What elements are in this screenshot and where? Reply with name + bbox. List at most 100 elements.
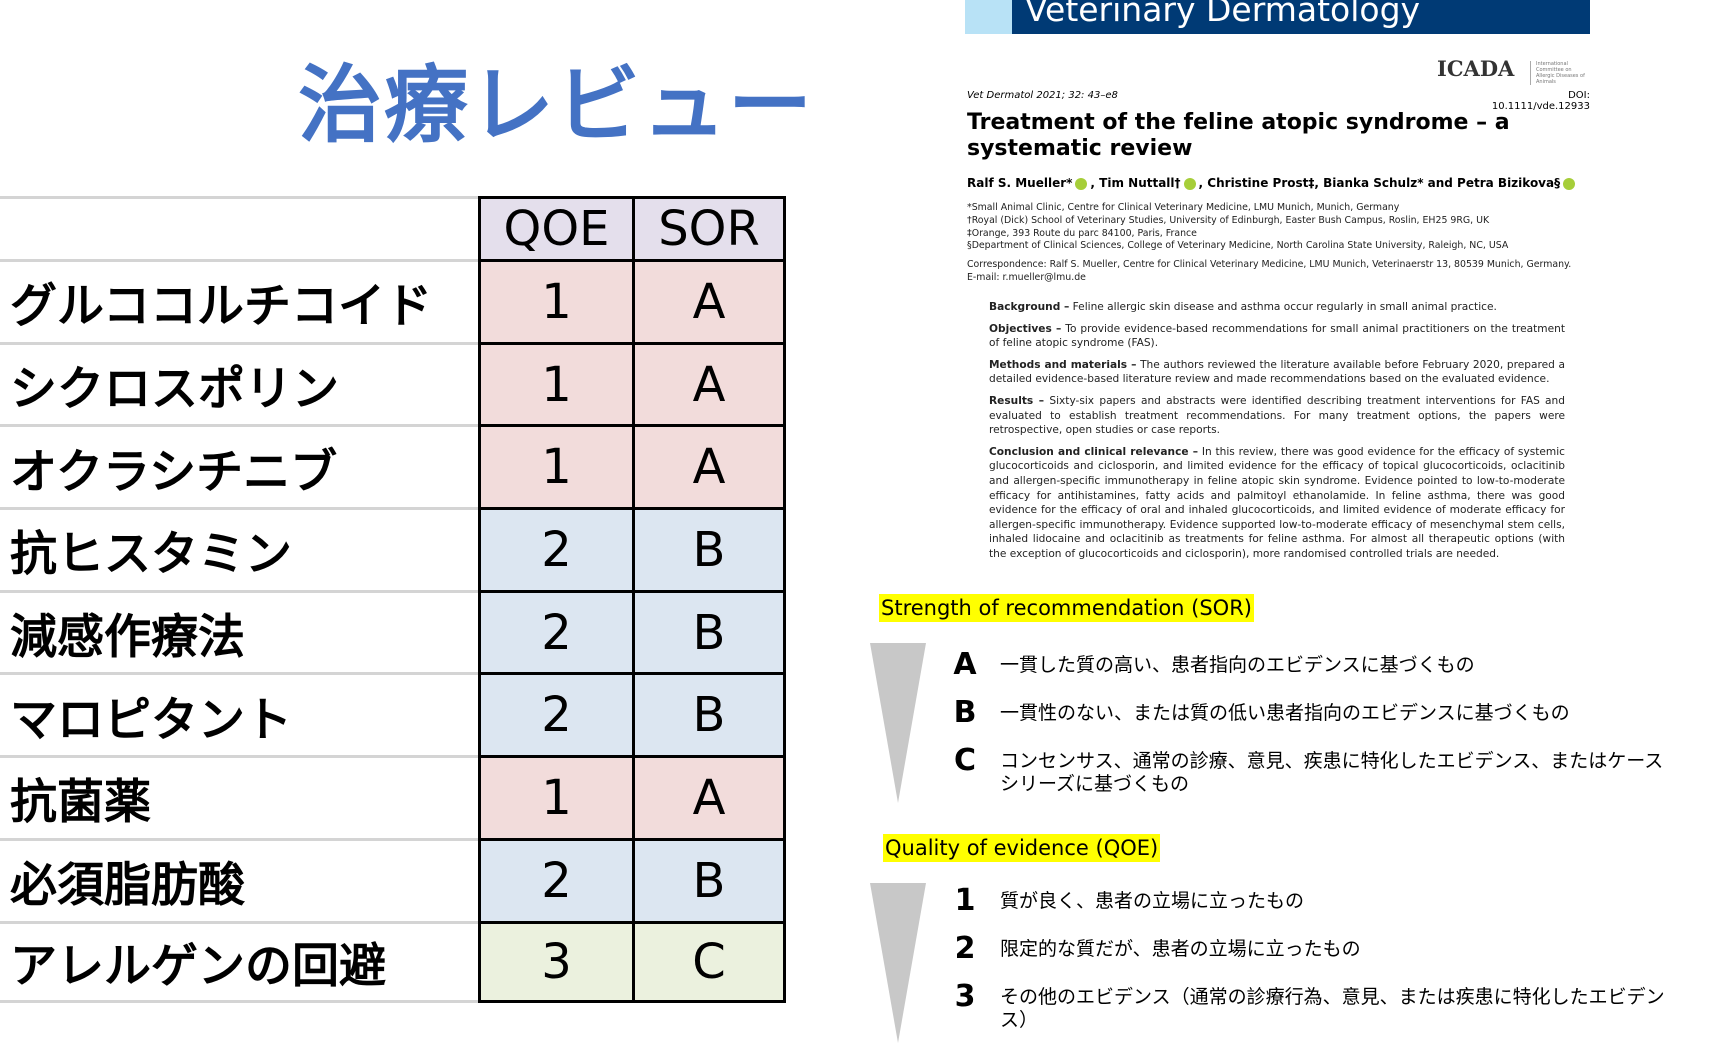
journal-banner-accent [965,0,1012,34]
qoe-grade: 3 [954,979,976,1014]
table-row: 必須脂肪酸 2 B [0,837,786,921]
header-blank [0,196,478,259]
qoe-value: 1 [478,424,632,508]
treatment-name: アレルゲンの回避 [0,920,478,1004]
table-row: 減感作療法 2 B [0,589,786,673]
qoe-value: 2 [478,507,632,590]
abstract-section: Objectives – To provide evidence-based r… [989,322,1565,351]
sor-value: A [632,755,786,838]
header-qoe: QOE [478,196,632,259]
qoe-item: 2 限定的な質だが、患者の立場に立ったもの [944,934,1674,964]
abstract-text: In this review, there was good evidence … [989,445,1565,560]
qoe-triangle [870,883,926,1043]
sor-description: 一貫性のない、または質の低い患者指向のエビデンスに基づくもの [1000,702,1570,724]
qoe-value: 1 [478,755,632,838]
table-row: オクラシチニブ 1 A [0,424,786,508]
orcid-icon [1183,177,1196,190]
table-row: グルココルチコイド 1 A [0,259,786,342]
sor-description: 一貫した質の高い、患者指向のエビデンスに基づくもの [1000,654,1475,676]
sor-value: A [632,424,786,508]
authors: Ralf S. Mueller*, Tim Nuttall†, Christin… [967,176,1578,190]
sor-value: B [632,837,786,921]
sor-grade: A [953,647,977,682]
journal-name: Veterinary Dermatology [1025,0,1421,29]
qoe-value: 1 [478,341,632,425]
abstract-heading: Objectives – [989,322,1062,335]
treatment-name: オクラシチニブ [0,424,478,507]
affiliation: †Royal (Dick) School of Veterinary Studi… [967,214,1490,226]
abstract-heading: Methods and materials – [989,358,1137,371]
header-sor: SOR [632,196,786,259]
qoe-grade: 2 [954,931,976,966]
sor-value: A [632,341,786,425]
sor-value: C [632,920,786,1004]
sor-label: Strength of recommendation (SOR) [879,594,1254,622]
icada-logo: ICADA [1437,56,1515,81]
qoe-label: Quality of evidence (QOE) [883,834,1161,862]
icada-subtitle: International Committee on Allergic Dise… [1530,61,1590,85]
treatment-name: 必須脂肪酸 [0,837,478,921]
citation: Vet Dermatol 2021; 32: 43–e8 [967,90,1118,101]
abstract-text: Feline allergic skin disease and asthma … [1069,301,1497,313]
abstract-text: To provide evidence-based recommendation… [989,322,1565,350]
treatment-name: マロピタント [0,672,478,755]
abstract-heading: Conclusion and clinical relevance – [989,445,1199,458]
qoe-value: 3 [478,920,632,1004]
slide-title: 治療レビュー [298,56,815,154]
treatment-name: 抗ヒスタミン [0,507,478,590]
sor-triangle [870,643,926,803]
correspondence-block: Correspondence: Ralf S. Mueller, Centre … [967,259,1571,285]
journal-banner [965,0,1590,34]
author: Tim Nuttall† [1099,176,1181,190]
table-row: シクロスポリン 1 A [0,341,786,425]
sor-value: B [632,589,786,673]
abstract-heading: Results – [989,394,1045,407]
table-row: マロピタント 2 B [0,672,786,756]
affiliation: ‡Orange, 393 Route du parc 84100, Paris,… [967,227,1197,239]
treatment-name: 抗菌薬 [0,755,478,838]
abstract-section: Methods and materials – The authors revi… [989,358,1565,387]
treatment-name: シクロスポリン [0,341,478,425]
orcid-icon [1075,177,1088,190]
qoe-value: 2 [478,589,632,673]
sor-description: コンセンサス、通常の診療、意見、疾患に特化したエビデンス、またはケースシリーズに… [1000,750,1664,795]
sor-list: A 一貫した質の高い、患者指向のエビデンスに基づくもの B 一貫性のない、または質の低… [944,650,1674,796]
abstract-text: Sixty-six papers and abstracts were iden… [989,394,1565,437]
abstract: Background – Feline allergic skin diseas… [989,300,1565,569]
qoe-value: 2 [478,672,632,756]
sor-value: B [632,672,786,756]
qoe-item: 3 その他のエビデンス（通常の診療行為、意見、または疾患に特化したエビデンス） [944,982,1674,1032]
sor-item: B 一貫性のない、または質の低い患者指向のエビデンスに基づくもの [944,698,1674,728]
sor-grade: C [953,743,977,778]
email: E-mail: r.mueller@lmu.de [967,271,1086,283]
sor-item: C コンセンサス、通常の診療、意見、疾患に特化したエビデンス、またはケースシリーズ… [944,746,1674,796]
affiliation: *Small Animal Clinic, Centre for Clinica… [967,202,1400,213]
affiliation: §Department of Clinical Sciences, Colleg… [967,240,1509,252]
table-row: アレルゲンの回避 3 C [0,920,786,1004]
abstract-section: Conclusion and clinical relevance – In t… [989,445,1565,562]
abstract-text: The authors reviewed the literature avai… [989,358,1566,386]
qoe-value: 2 [478,837,632,921]
paper-title: Treatment of the feline atopic syndrome … [967,110,1510,161]
table-row: 抗ヒスタミン 2 B [0,507,786,590]
treatment-name: 減感作療法 [0,589,478,673]
qoe-description: 限定的な質だが、患者の立場に立ったもの [1000,938,1361,960]
sor-grade: B [953,695,977,730]
doi: DOI: 10.1111/vde.12933 [1491,90,1590,112]
correspondence: Correspondence: Ralf S. Mueller, Centre … [967,259,1572,270]
sor-value: A [632,259,786,342]
sor-item: A 一貫した質の高い、患者指向のエビデンスに基づくもの [944,650,1674,680]
qoe-description: 質が良く、患者の立場に立ったもの [1000,890,1305,912]
author: Christine Prost‡, Bianka Schulz* and Pet… [1207,176,1561,190]
author: Ralf S. Mueller* [967,176,1073,190]
sor-value: B [632,507,786,590]
abstract-section: Results – Sixty-six papers and abstracts… [989,394,1565,438]
qoe-description: その他のエビデンス（通常の診療行為、意見、または疾患に特化したエビデンス） [1000,986,1665,1031]
abstract-heading: Background – [989,301,1070,313]
abstract-section: Background – Feline allergic skin diseas… [989,300,1565,315]
table-header-row: QOE SOR [0,196,786,259]
table-row: 抗菌薬 1 A [0,755,786,838]
